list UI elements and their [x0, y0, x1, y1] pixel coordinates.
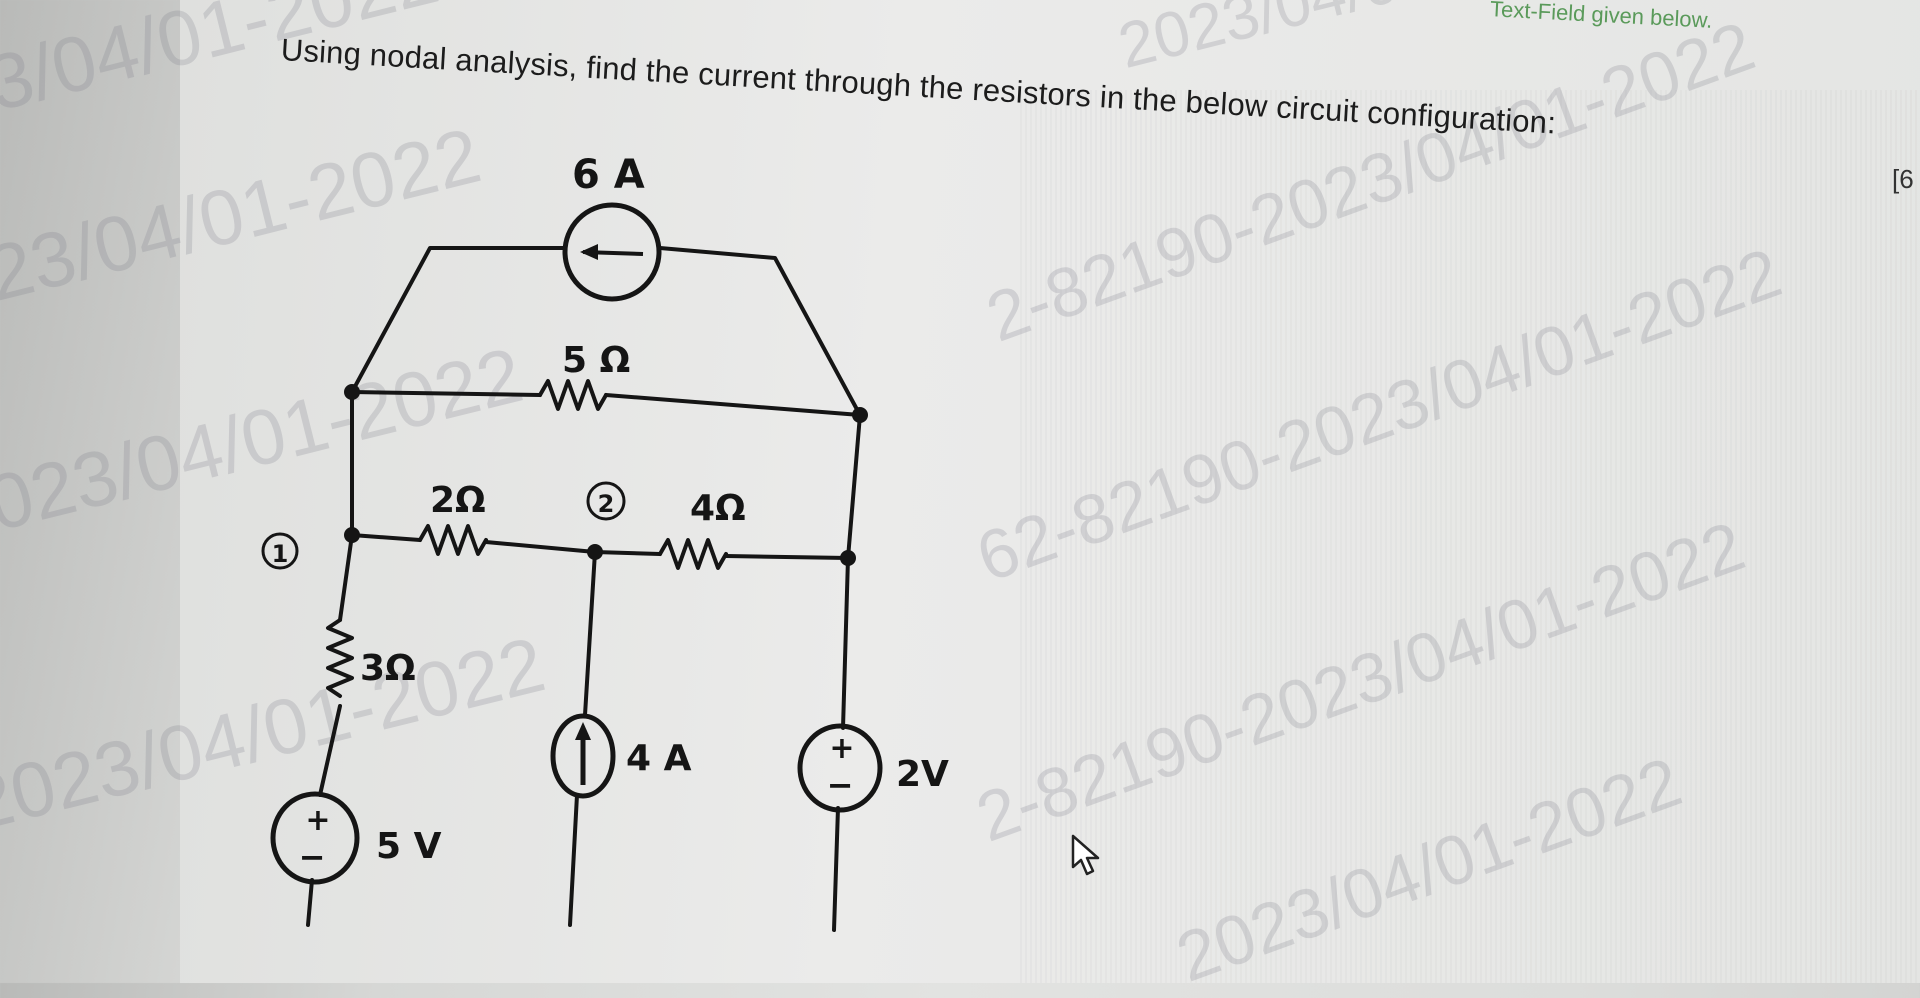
wire-3ohm-top [338, 533, 354, 622]
resistor-3ohm [326, 618, 354, 698]
resistor-2ohm [418, 524, 488, 556]
plus-sign: + [305, 803, 330, 838]
minus-sign: − [299, 838, 326, 876]
junction-dot [852, 407, 868, 423]
arrow-up-icon [575, 722, 591, 740]
wire-right-vertical [846, 413, 862, 560]
resistor-5ohm [538, 379, 608, 411]
node-1-marker: 1 [261, 532, 299, 570]
label-4a: 4 A [626, 738, 692, 779]
label-4ohm: 4Ω [690, 488, 746, 529]
wire-5ohm-left [350, 390, 542, 397]
node-2-label: 2 [598, 490, 615, 518]
current-source-circle [562, 202, 662, 302]
junction-dot [344, 384, 360, 400]
resistor-4ohm [658, 538, 728, 570]
wire-4a-bottom [568, 793, 579, 927]
current-source-4a [550, 713, 616, 799]
label-3ohm: 3Ω [360, 648, 416, 689]
mouse-pointer-icon [1071, 834, 1100, 876]
wire-node2 [484, 540, 597, 554]
arrow-left-icon [580, 244, 598, 260]
wire-4a-top [583, 550, 597, 717]
label-2ohm: 2Ω [430, 480, 486, 521]
wire-top-left [350, 246, 567, 394]
plus-sign: + [829, 731, 854, 766]
node-2-marker: 2 [586, 481, 626, 521]
voltage-source-circle [270, 791, 360, 885]
wire-4ohm-right [724, 554, 850, 560]
junction-dot [344, 527, 360, 543]
wire-4ohm-left [593, 550, 662, 556]
label-2v: 2V [896, 754, 949, 795]
node-circle [261, 532, 299, 570]
label-5ohm: 5 Ω [562, 340, 630, 381]
current-source-circle [550, 713, 616, 799]
junction-dot [587, 544, 603, 560]
side-marker: [6 [1892, 164, 1914, 194]
wire-3ohm-bottom [318, 704, 342, 797]
wire-2v-top [841, 556, 850, 730]
wire-2v-bottom [832, 806, 840, 932]
wire-5ohm-right [604, 393, 862, 417]
voltage-source-5v: + − [270, 791, 360, 885]
minus-sign: − [827, 766, 854, 804]
voltage-source-circle [797, 723, 883, 813]
current-source-6a [562, 202, 662, 302]
node-1-label: 1 [272, 540, 289, 568]
node-circle [586, 481, 626, 521]
wire-2ohm-left [350, 533, 422, 542]
label-5v: 5 V [376, 826, 442, 867]
junction-dot [840, 550, 856, 566]
label-6a: 6 A [572, 152, 645, 198]
wire-5v-bottom [306, 878, 314, 927]
voltage-source-2v: + − [797, 723, 883, 813]
page-panel [180, 0, 1920, 983]
screen-moire [1020, 90, 1920, 983]
wire-top-right [658, 246, 862, 417]
